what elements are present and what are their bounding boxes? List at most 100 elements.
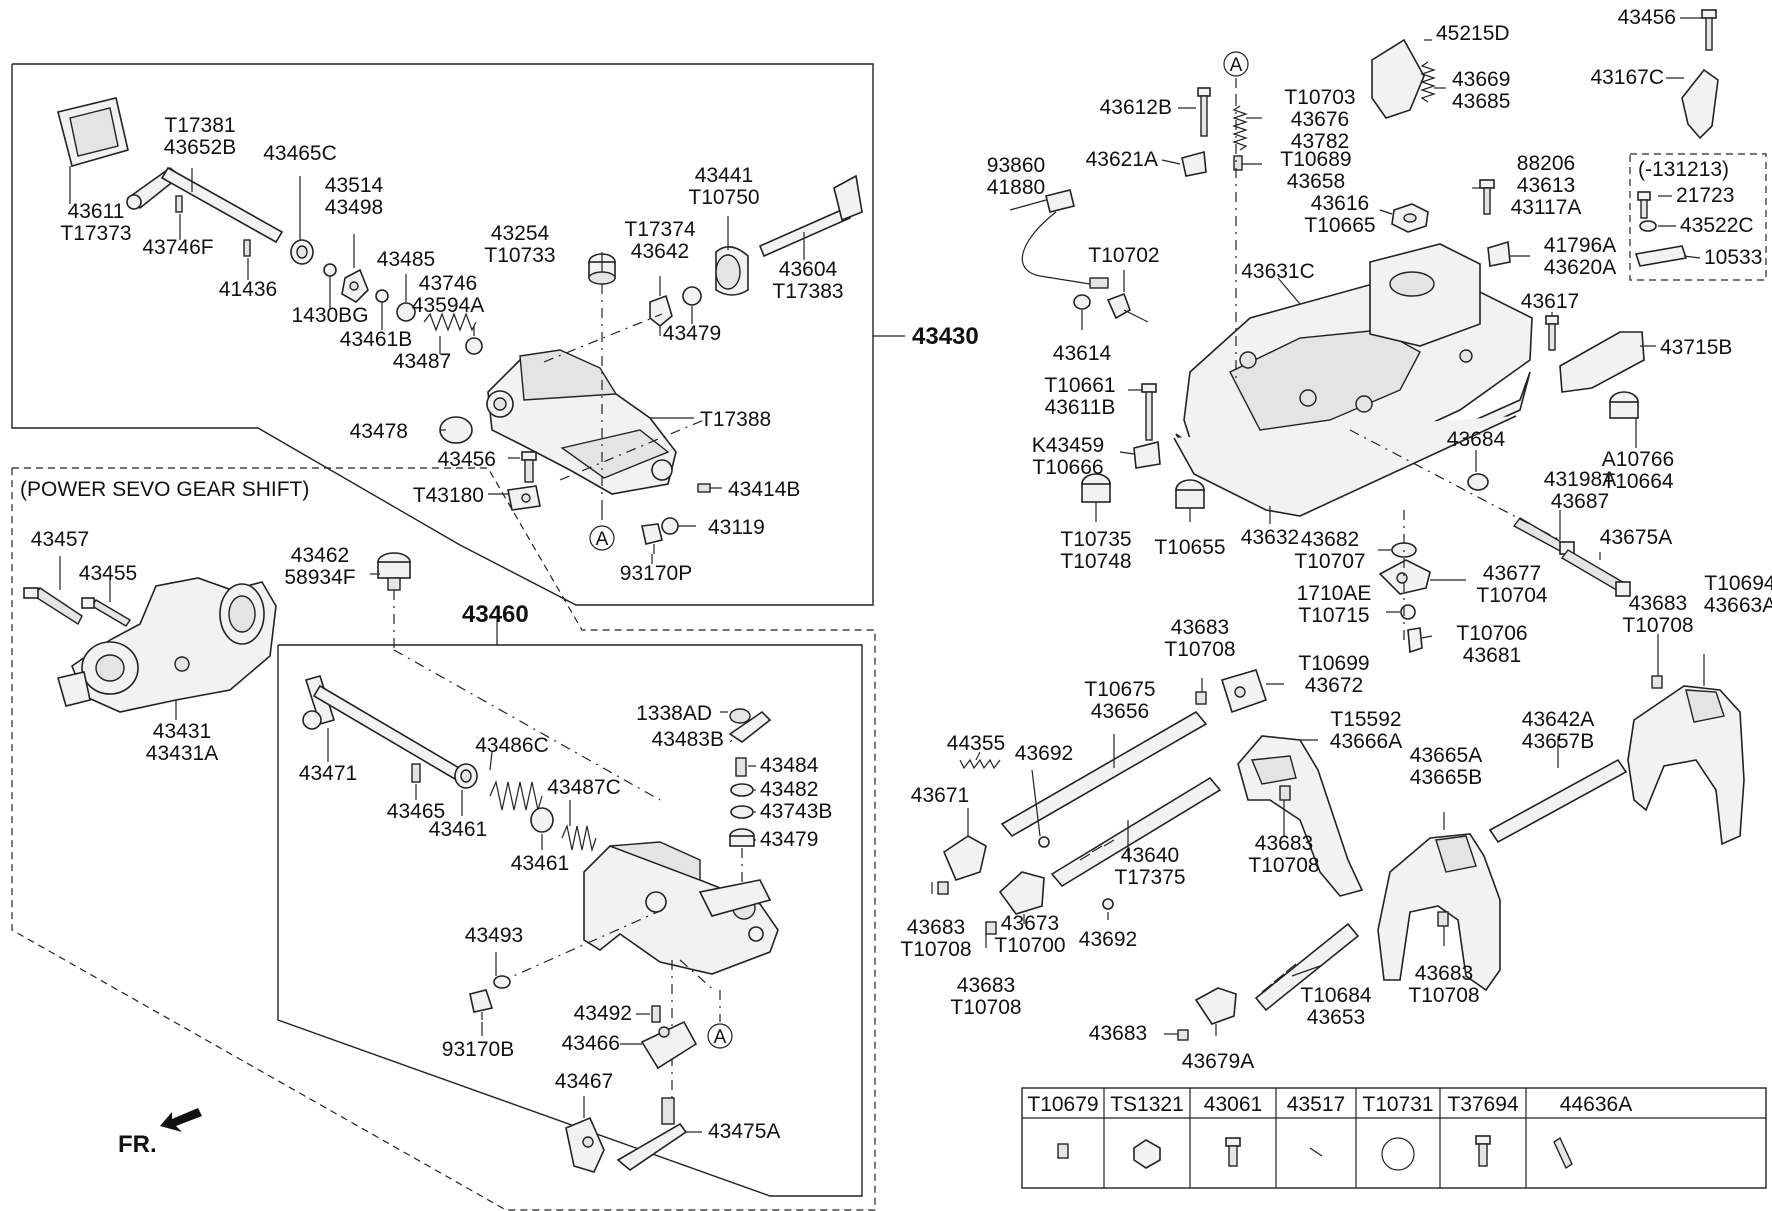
group-label-43430: 43430 <box>912 323 979 350</box>
part-label-43657b: 43657B <box>1522 730 1594 753</box>
spring-43487C <box>561 823 597 853</box>
part-label-43653: 43653 <box>1307 1006 1365 1029</box>
part-label-43485: 43485 <box>377 248 435 271</box>
legend-header-t10731: T10731 <box>1362 1093 1433 1116</box>
bolt-43617 <box>1545 315 1559 351</box>
part-label-43666a: 43666A <box>1330 730 1402 753</box>
ball-43658 <box>1233 155 1243 171</box>
part-label-43640: 43640 <box>1121 844 1179 867</box>
spring-43486C <box>489 780 543 811</box>
part-label-43652b: 43652B <box>164 136 236 159</box>
part-label-43683: 43683 <box>1415 962 1473 985</box>
detent-T10708-e <box>1437 911 1449 927</box>
part-label-43692: 43692 <box>1079 928 1137 951</box>
part-label-t17381: T17381 <box>164 114 235 137</box>
part-label-43658: 43658 <box>1287 170 1345 193</box>
washer-43482 <box>730 783 754 797</box>
part-label-t17374: T17374 <box>624 218 696 241</box>
part-label-44355: 44355 <box>947 732 1005 755</box>
bracket-43466 <box>640 1020 698 1070</box>
ring-43479-upper <box>682 286 702 306</box>
part-label-43475a: 43475A <box>708 1120 780 1143</box>
ball-43692-b <box>1102 898 1114 910</box>
part-label-43479: 43479 <box>663 322 721 345</box>
bracket-43715B <box>1559 331 1645 393</box>
part-label-43614: 43614 <box>1053 342 1112 365</box>
part-label-43632: 43632 <box>1241 526 1299 549</box>
part-label-21723: 21723 <box>1676 184 1734 207</box>
part-label-41436: 41436 <box>219 278 277 301</box>
part-label-43119: 43119 <box>708 516 765 539</box>
part-label-1338ad: 1338AD <box>636 702 712 725</box>
power-servo-note: (POWER SEVO GEAR SHIFT) <box>20 478 309 501</box>
bolt-43612B <box>1197 87 1211 137</box>
bolt-43455 <box>81 597 131 627</box>
svg-text:A: A <box>1230 55 1243 76</box>
part-label-43611b: 43611B <box>1045 396 1116 419</box>
part-label-43465c: 43465C <box>263 142 337 165</box>
plate-43677 <box>1378 559 1431 595</box>
part-label-43466: 43466 <box>562 1032 620 1055</box>
part-label-43487: 43487 <box>393 350 451 373</box>
bracket-43167C <box>1681 68 1719 140</box>
bushing-43479-lower <box>729 828 755 847</box>
shift-lever-43652B <box>126 166 284 244</box>
bushing-43465C <box>290 239 314 265</box>
spring-43487 <box>423 312 477 332</box>
pin-43746F <box>175 195 183 213</box>
spring-43676 <box>1232 105 1248 151</box>
block-43673 <box>998 871 1045 915</box>
rail-43640 <box>1050 776 1222 888</box>
ring-43493 <box>493 975 511 989</box>
part-label-43743b: 43743B <box>760 800 832 823</box>
fork-43663A <box>1627 685 1745 846</box>
block-43467 <box>565 1116 605 1173</box>
part-label-43672: 43672 <box>1305 674 1363 697</box>
part-label-43665b: 43665B <box>1410 766 1482 789</box>
part-label-t10664: T10664 <box>1602 470 1674 493</box>
part-label-t17383: T17383 <box>772 280 843 303</box>
part-label-43671: 43671 <box>911 784 969 807</box>
part-label-43683: 43683 <box>957 974 1015 997</box>
part-label-43522c: 43522C <box>1680 214 1754 237</box>
detent-T10708-f <box>1651 675 1663 689</box>
part-label-t10707: T10707 <box>1294 550 1365 573</box>
part-number-labels: 43430 43460 (POWER SEVO GEAR SHIFT) (-13… <box>20 6 1772 1158</box>
part-label-43455: 43455 <box>79 562 137 585</box>
part-label-43487c: 43487C <box>547 776 621 799</box>
part-label-43167c: 43167C <box>1590 66 1664 89</box>
part-label-43676: 43676 <box>1291 108 1349 131</box>
part-label-t10694: T10694 <box>1704 572 1772 595</box>
legend-header-43061: 43061 <box>1204 1093 1262 1116</box>
bushing-T10735 <box>1081 473 1111 503</box>
block-43498 <box>341 268 369 303</box>
part-label-43456: 43456 <box>1618 6 1676 29</box>
sensor-93170B <box>469 989 494 1020</box>
pin-41436 <box>243 239 251 257</box>
part-label-43683: 43683 <box>1089 1022 1147 1045</box>
part-label-41796a: 41796A <box>1544 234 1616 257</box>
rail-43657B <box>1488 758 1628 844</box>
part-label-a10766: A10766 <box>1602 448 1674 471</box>
part-label-43117a: 43117A <box>1511 196 1582 219</box>
axis-line <box>559 419 705 481</box>
part-label-43431a: 43431A <box>146 742 218 765</box>
ref-callout-circle: A <box>1223 51 1249 77</box>
part-label-t10708: T10708 <box>1408 984 1479 1007</box>
plate-K43459 <box>1133 440 1161 469</box>
ring-1710AE <box>1400 604 1416 620</box>
part-label-43493: 43493 <box>465 924 523 947</box>
housing-lower <box>583 841 779 975</box>
part-label-t10708: T10708 <box>1164 638 1235 661</box>
part-label-43746f: 43746F <box>142 236 213 259</box>
washer-43743B <box>730 805 754 819</box>
washer-43614 <box>1073 294 1091 310</box>
part-label-43198a: 43198A <box>1544 468 1616 491</box>
bushing-A10766 <box>1609 391 1639 419</box>
pin-43465 <box>411 763 421 783</box>
part-label-93170p: 93170P <box>620 562 692 585</box>
legend-header-ts1321: TS1321 <box>1110 1093 1184 1116</box>
part-label-t10708: T10708 <box>1248 854 1319 877</box>
